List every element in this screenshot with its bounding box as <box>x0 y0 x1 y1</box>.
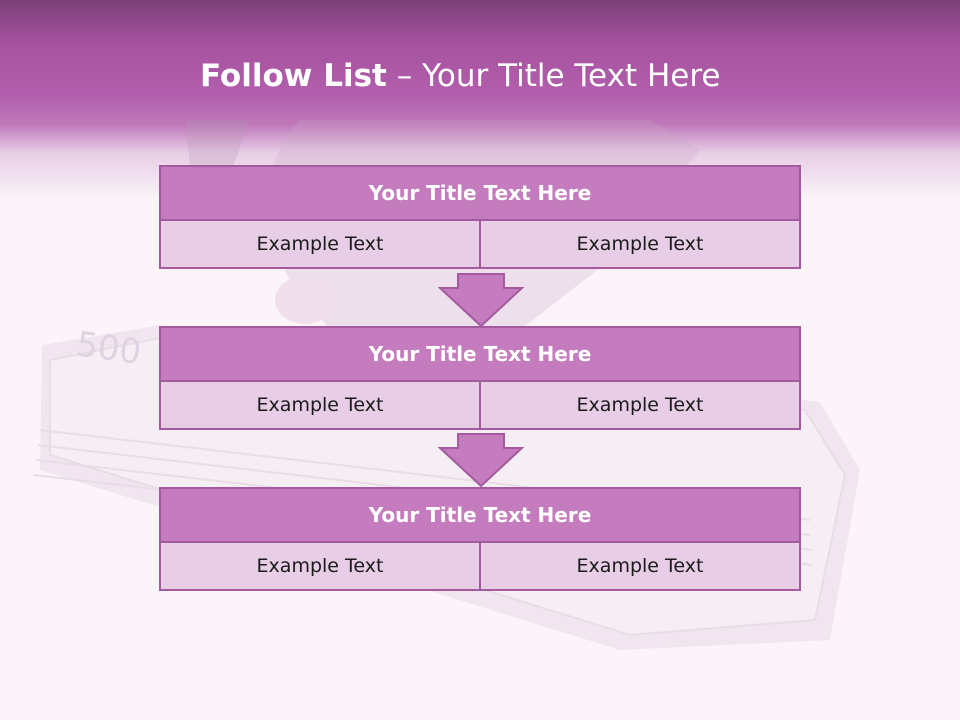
block-title: Your Title Text Here <box>159 326 801 382</box>
block-title: Your Title Text Here <box>159 165 801 221</box>
block-cell-right: Example Text <box>479 380 801 430</box>
follow-list-block-1: Your Title Text Here Example Text Exampl… <box>159 165 801 269</box>
title-rest: – Your Title Text Here <box>386 58 721 94</box>
block-row: Example Text Example Text <box>159 380 801 430</box>
block-cell-right: Example Text <box>479 541 801 591</box>
down-arrow-icon <box>438 433 524 488</box>
block-row: Example Text Example Text <box>159 541 801 591</box>
follow-list-block-2: Your Title Text Here Example Text Exampl… <box>159 326 801 430</box>
down-arrow-icon <box>438 273 524 328</box>
block-cell-left: Example Text <box>159 380 481 430</box>
block-cell-right: Example Text <box>479 219 801 269</box>
page-title: Follow List – Your Title Text Here <box>200 52 820 100</box>
title-bold: Follow List <box>200 58 387 94</box>
block-cell-left: Example Text <box>159 219 481 269</box>
block-title: Your Title Text Here <box>159 487 801 543</box>
svg-text:500: 500 <box>74 324 144 373</box>
block-cell-left: Example Text <box>159 541 481 591</box>
block-row: Example Text Example Text <box>159 219 801 269</box>
follow-list-block-3: Your Title Text Here Example Text Exampl… <box>159 487 801 591</box>
